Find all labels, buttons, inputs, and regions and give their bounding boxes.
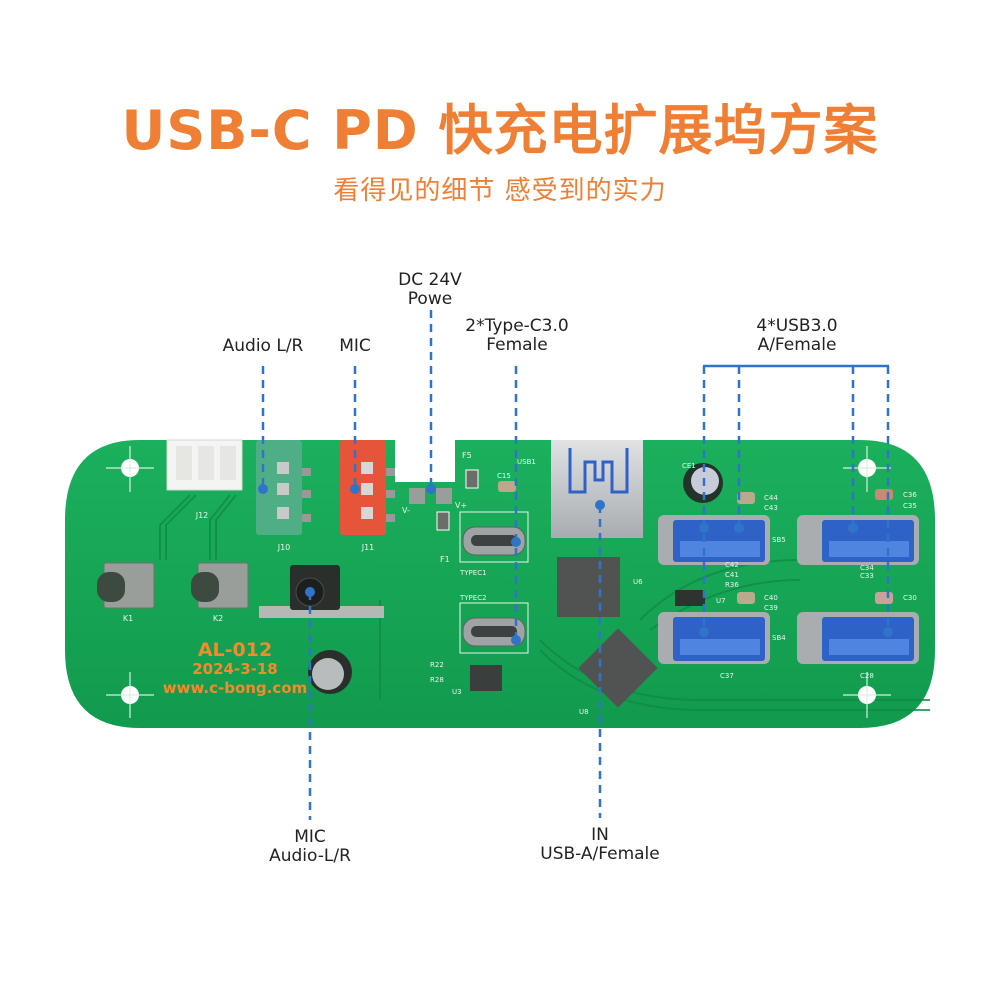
- board-website: www.c-bong.com: [162, 679, 308, 697]
- callout-typec-line2: Female: [486, 335, 548, 355]
- silk-c15: C15: [497, 472, 511, 480]
- silk-c44: C44: [764, 494, 778, 502]
- electrolytic-capacitor: [308, 650, 352, 694]
- callout-usb-in-line1: IN: [591, 825, 609, 845]
- silk-r36: R36: [725, 581, 739, 589]
- chip-u6: [557, 557, 620, 617]
- silk-c30: C30: [903, 594, 917, 602]
- silk-f5: F5: [462, 451, 472, 460]
- callout-dots: [258, 484, 893, 645]
- silk-c41: C41: [725, 571, 739, 579]
- mount-hole-br: [843, 672, 891, 718]
- callout-usb30-line2: A/Female: [757, 335, 837, 355]
- silk-f1: F1: [440, 555, 450, 564]
- silk-c35: C35: [903, 502, 917, 510]
- callout-usb-in: IN USB-A/Female: [520, 826, 680, 864]
- callout-mic: MIC: [339, 336, 371, 356]
- silk-u7: U7: [716, 597, 726, 605]
- silk-sb4: SB4: [772, 634, 786, 642]
- callout-lines: [261, 310, 890, 820]
- silk-c33: C33: [860, 572, 874, 580]
- typec-port-2: [459, 602, 529, 654]
- cap-c30: [875, 592, 893, 604]
- pad-v-plus: [436, 488, 452, 504]
- silk-ce1: CE1: [682, 462, 696, 470]
- cap-c36: [875, 489, 893, 500]
- callout-mic-audio-line1: MIC: [294, 827, 326, 847]
- callout-dc-power: DC 24V Powe: [380, 271, 480, 309]
- tact-switch-k2: [191, 562, 249, 609]
- callout-usb30: 4*USB3.0 A/Female: [730, 317, 864, 355]
- callout-mic-audio: MIC Audio-L/R: [240, 828, 380, 866]
- silk-typec2: TYPEC2: [459, 594, 487, 602]
- mic-jack-j11: [340, 440, 395, 535]
- silk-u3: U3: [452, 688, 462, 696]
- silk-r22: R22: [430, 661, 444, 669]
- audio-jack-j10: [256, 440, 311, 535]
- silk-v-minus: V-: [402, 506, 410, 515]
- chip-u8: [578, 628, 658, 708]
- usb3-port-1: [658, 515, 770, 565]
- silk-c28: C28: [860, 672, 874, 680]
- board-date: 2024-3-18: [192, 660, 278, 678]
- callout-mic-audio-line2: Audio-L/R: [269, 846, 351, 866]
- tact-switch-k1: [97, 562, 155, 609]
- typec-port-1: [459, 511, 529, 563]
- silk-c43: C43: [764, 504, 778, 512]
- silk-j12: J12: [195, 511, 209, 520]
- chip-u7: [675, 590, 705, 606]
- silk-c34: C34: [860, 564, 874, 572]
- silk-r28: R28: [430, 676, 444, 684]
- page-subtitle: 看得见的细节 感受到的实力: [333, 176, 667, 206]
- silk-c42: C42: [725, 561, 739, 569]
- callout-audio-lr: Audio L/R: [222, 336, 304, 356]
- silk-c40: C40: [764, 594, 778, 602]
- silk-sb5: SB5: [772, 536, 786, 544]
- cap-c15: [498, 481, 516, 492]
- callout-typec-line1: 2*Type-C3.0: [465, 316, 569, 336]
- fuse-f1: [436, 511, 450, 531]
- board-model: AL-012: [197, 639, 273, 661]
- mount-hole-tr: [843, 446, 891, 492]
- callout-dc-power-line2: Powe: [407, 289, 453, 309]
- cap-c44: [737, 492, 755, 504]
- usb3-port-3: [658, 612, 770, 664]
- callout-usb-in-line2: USB-A/Female: [540, 844, 660, 864]
- silk-j10: J10: [277, 543, 291, 552]
- silk-c36: C36: [903, 491, 917, 499]
- callout-typec: 2*Type-C3.0 Female: [450, 317, 584, 355]
- mount-hole-bl: [106, 672, 154, 718]
- fuse-f5: [465, 469, 479, 489]
- silk-j11: J11: [361, 543, 375, 552]
- silk-k1: K1: [123, 614, 133, 623]
- silk-c39: C39: [764, 604, 778, 612]
- callout-usb30-line1: 4*USB3.0: [756, 316, 838, 336]
- silk-v-plus: V+: [455, 501, 467, 510]
- connector-j12: [166, 439, 243, 491]
- page-title: USB-C PD 快充电扩展坞方案: [121, 99, 879, 162]
- usb-a-input-port: [551, 440, 643, 538]
- pad-v-minus: [409, 488, 425, 504]
- silk-c37: C37: [720, 672, 734, 680]
- silk-usb1: USB1: [517, 458, 536, 466]
- mount-hole-tl: [106, 446, 154, 492]
- usb3-port-4: [797, 612, 919, 664]
- callout-dc-power-line1: DC 24V: [398, 270, 462, 290]
- silk-typec1: TYPEC1: [459, 569, 487, 577]
- chip-u3: [470, 665, 502, 691]
- cap-c40: [737, 592, 755, 604]
- silk-k2: K2: [213, 614, 223, 623]
- usb3-port-2: [797, 515, 919, 565]
- silk-u8: U8: [579, 708, 589, 716]
- silk-u6: U6: [633, 578, 643, 586]
